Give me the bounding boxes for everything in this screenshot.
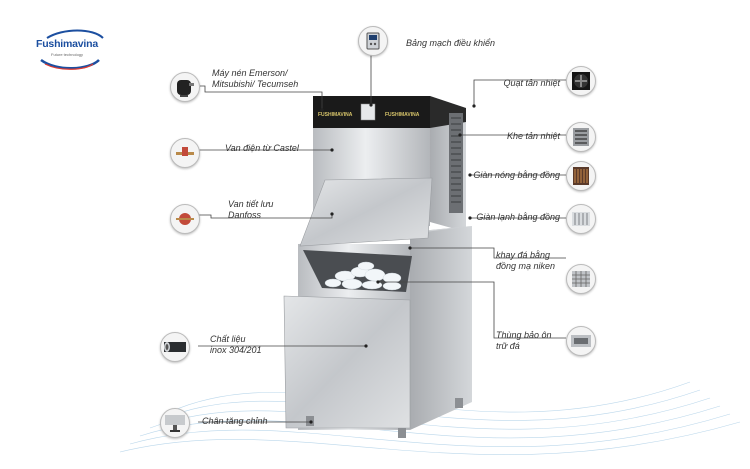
valve-icon [170, 138, 200, 168]
label-material: Chất liệu inox 304/201 [210, 334, 262, 355]
label-storage-bin: Thùng bảo ôn trữ đá [496, 330, 552, 351]
label-condenser: Giàn nóng bằng đồng [473, 170, 560, 180]
label-vent-slot: Khe tản nhiệt [506, 131, 560, 141]
connector-lines [198, 54, 566, 423]
logo-name: Fushimavina [36, 38, 98, 50]
fan-icon [566, 66, 596, 96]
label-control-board: Bảng mạch điều khiển [406, 38, 496, 48]
storage-bin-icon [566, 326, 596, 356]
control-board-icon [358, 26, 388, 56]
logo-swoosh-icon [40, 29, 104, 70]
expansion-valve-icon [170, 204, 200, 234]
company-logo: Fushimavina Future technology [33, 26, 113, 72]
label-ice-tray: khay đá bằng đồng mạ niken [496, 250, 556, 271]
label-cooling-fan: Quạt tản nhiệt [503, 78, 560, 88]
logo-tagline: Future technology [51, 52, 84, 57]
machine-brand-label-right: FUSHIMAVINA [385, 112, 420, 118]
label-expansion-valve: Van tiết lưu Danfoss [228, 199, 274, 220]
ice-tray-icon [566, 264, 596, 294]
condenser-coil-icon [566, 161, 596, 191]
label-adjustable-feet: Chân tăng chỉnh [202, 416, 268, 426]
machine-brand-label: FUSHIMAVINA [318, 112, 353, 118]
label-evaporator: Giàn lạnh bằng đồng [476, 212, 560, 222]
vent-icon [566, 122, 596, 152]
evaporator-icon [566, 204, 596, 234]
label-solenoid-valve: Van điện từ Castel [225, 143, 299, 153]
stainless-pipe-icon [160, 332, 190, 362]
compressor-icon [170, 72, 200, 102]
label-compressor: Máy nén Emerson/ Mitsubishi/ Tecumseh [212, 68, 299, 89]
adjustable-foot-icon [160, 408, 190, 438]
